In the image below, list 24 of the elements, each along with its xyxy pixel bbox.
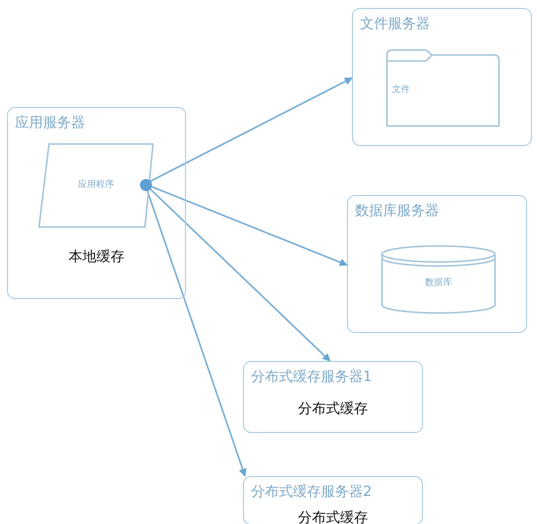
server-box — [347, 195, 527, 333]
box-text: 分布式缓存 — [297, 400, 369, 418]
arrow — [150, 77, 353, 182]
box-title: 分布式缓存服务器1 — [251, 368, 372, 386]
arrow — [146, 189, 246, 477]
box-title: 分布式缓存服务器2 — [251, 483, 372, 501]
server-box — [352, 8, 532, 146]
shape-label: 文件 — [392, 84, 411, 96]
box-text: 分布式缓存 — [297, 509, 369, 524]
box-title: 文件服务器 — [360, 15, 430, 33]
box-title: 应用服务器 — [15, 114, 85, 132]
connector-dot — [140, 179, 152, 191]
box-text: 本地缓存 — [68, 248, 126, 266]
database-cylinder — [381, 246, 496, 314]
server-box — [7, 107, 186, 299]
folder-shape — [386, 49, 500, 127]
shape-label: 应用程序 — [77, 178, 115, 191]
shape-label: 数据库 — [424, 276, 453, 289]
box-title: 数据库服务器 — [355, 202, 439, 220]
server-box — [243, 476, 423, 524]
program-parallelogram — [38, 143, 154, 228]
server-box — [243, 361, 423, 433]
arrow — [150, 186, 348, 266]
arrow — [148, 188, 331, 362]
